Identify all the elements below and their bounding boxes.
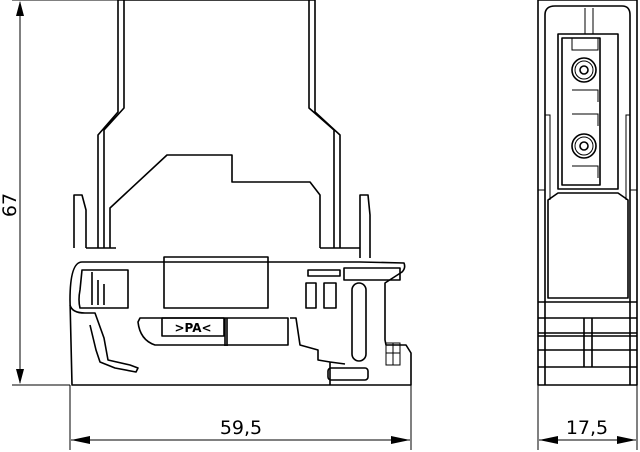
right-latch [320,194,371,258]
side-outline [537,0,638,386]
pa-strip [137,317,289,346]
left-window [78,269,129,309]
fiber-port-2-core [579,141,589,151]
left-foot [69,304,139,373]
port-clips [571,8,599,178]
pa-marking-box [161,317,225,337]
side-lower-housing [547,192,629,299]
dimension-depth: 17,5 [537,385,638,450]
fiber-port-2-ring [574,136,594,156]
right-slot-a [305,282,317,309]
connector-housing [97,0,341,248]
side-edge-details [538,114,637,200]
left-latch [73,194,116,249]
fiber-port-1 [571,57,597,83]
dimension-height-label: 67 [0,193,21,217]
front-view: >PA< [69,0,412,386]
right-slot-top [307,269,341,277]
main-body [69,261,412,386]
connector-frame [557,33,619,190]
right-slot-long [343,267,401,281]
bottom-slot [327,367,369,381]
right-slot-oval [351,282,367,362]
fiber-port-1-core [579,65,589,75]
right-foot [290,317,346,385]
dimension-height: 67 [0,0,118,386]
dimension-width-label: 59,5 [220,417,262,439]
right-detail [385,342,401,366]
side-rails [538,301,637,368]
side-top-frame [544,5,631,385]
center-hump [109,154,321,248]
fiber-port-2 [571,133,597,159]
label-area [163,256,269,309]
fiber-port-1-ring [574,60,594,80]
right-slot-b [323,282,337,309]
pa-marking-text: >PA< [174,321,211,335]
side-view [537,0,638,386]
dimension-depth-label: 17,5 [566,417,608,439]
dimension-width: 59,5 [69,385,412,450]
connector-inner [561,37,601,186]
